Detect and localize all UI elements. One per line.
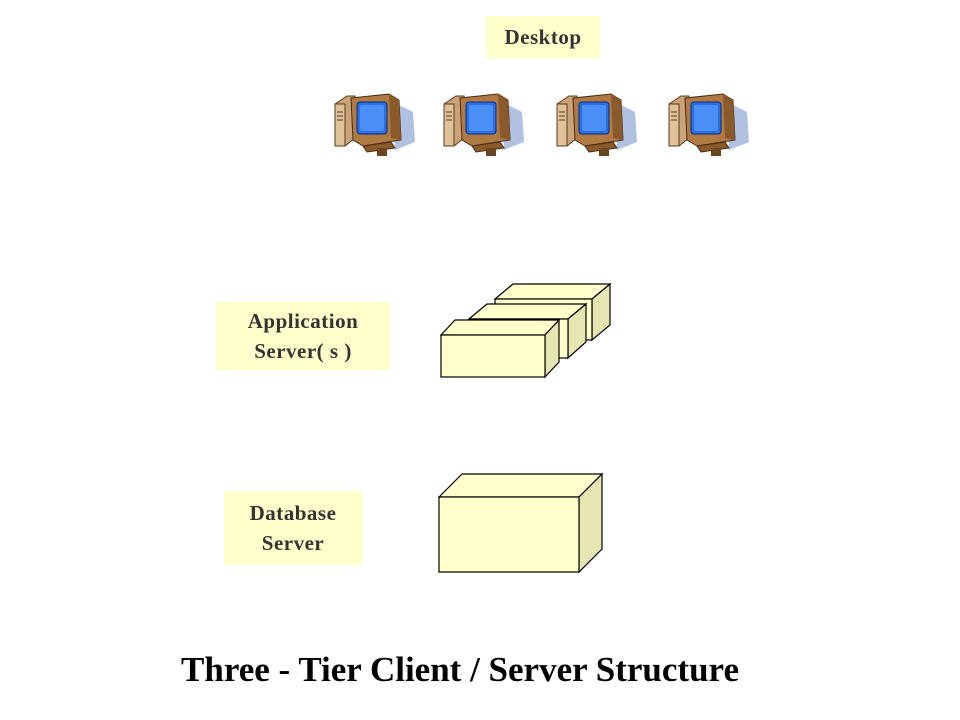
desktop-tier-label: Desktop [486, 16, 600, 58]
application-server-box-1 [439, 318, 561, 379]
database-label-line2: Server [261, 531, 325, 555]
database-server-box [437, 472, 604, 574]
desktop-computer-icon [668, 93, 750, 157]
application-tier-label: Application Server( s ) [216, 302, 390, 370]
database-tier-label: Database Server [224, 491, 362, 565]
database-label-line1: Database [249, 501, 337, 525]
desktop-computer-icon [556, 93, 638, 157]
application-label-line2: Server( s ) [254, 339, 352, 363]
diagram-caption: Three - Tier Client / Server Structure [181, 650, 739, 689]
desktop-label-text: Desktop [504, 25, 582, 49]
application-label-line1: Application [247, 309, 359, 333]
desktop-computer-icon [443, 93, 525, 157]
desktop-computer-icon [334, 93, 416, 157]
